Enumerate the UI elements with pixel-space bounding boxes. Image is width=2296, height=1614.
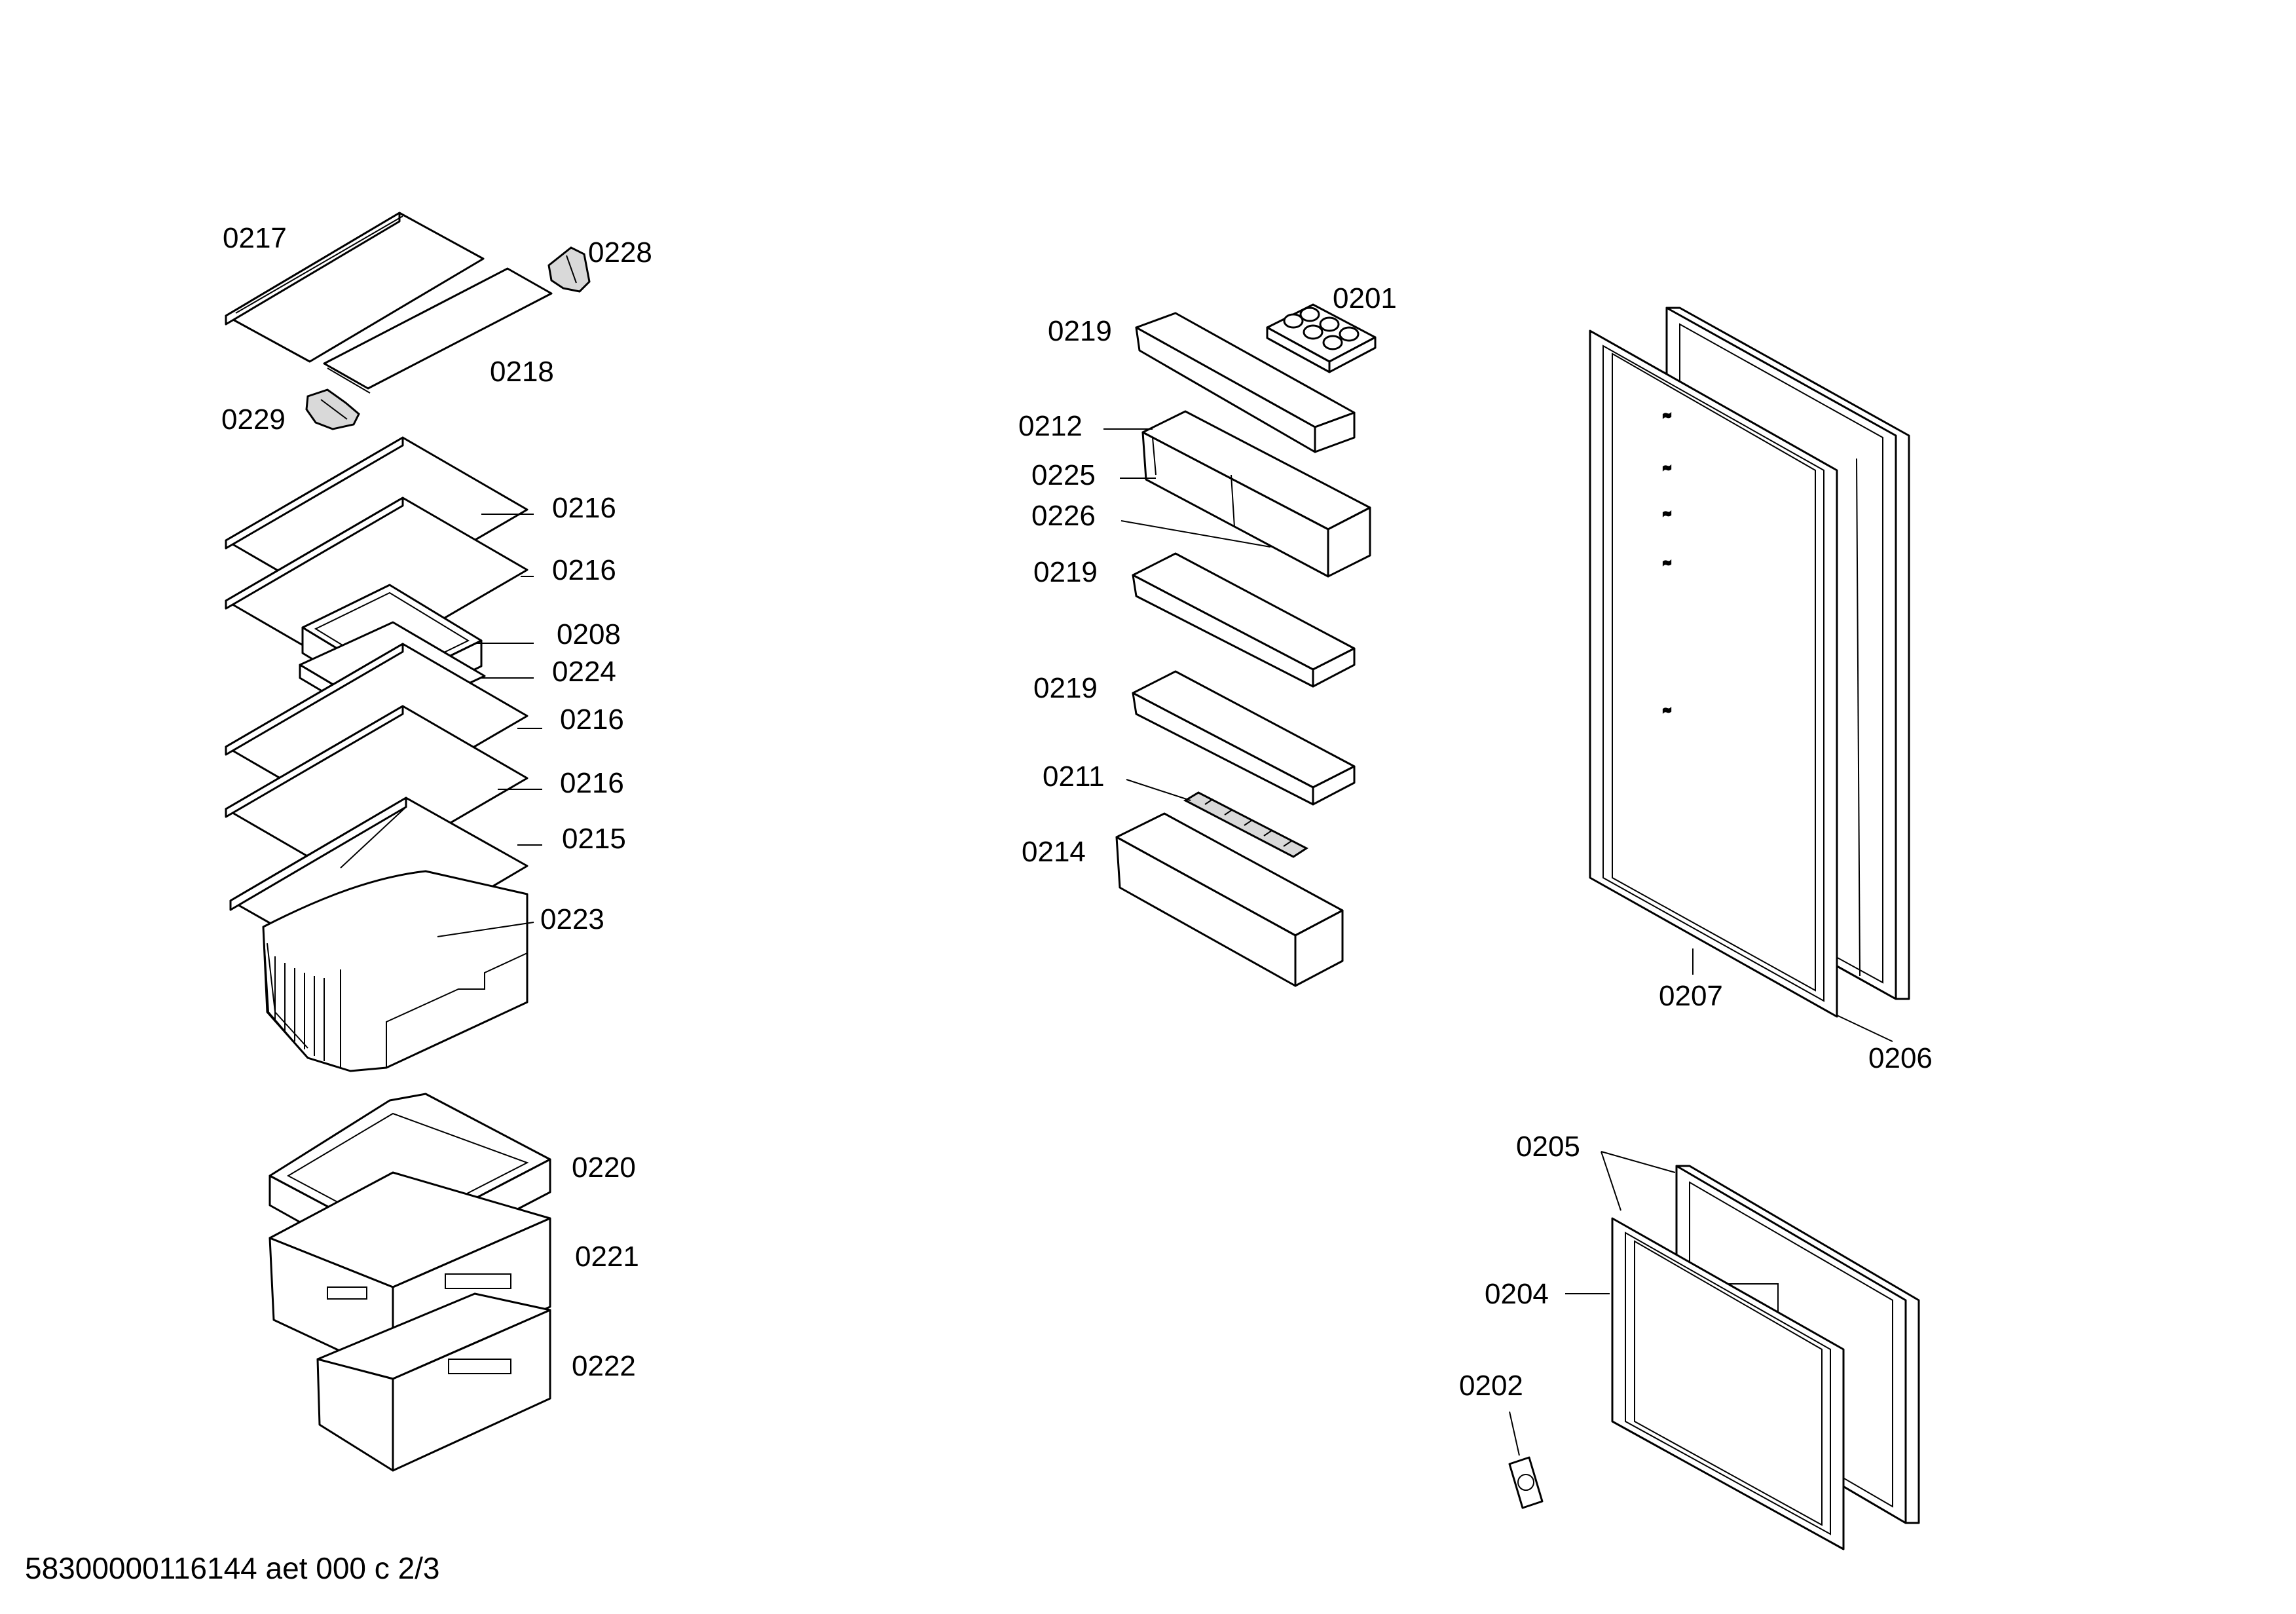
door-marks: ≈ ≈ ≈ ≈ ≈ bbox=[1661, 408, 1673, 718]
crisper-grille bbox=[274, 956, 325, 1061]
document-code: 58300000116144 aet 000 c 2/3 bbox=[25, 1551, 440, 1585]
label-0204: 0204 bbox=[1485, 1278, 1549, 1310]
label-0226: 0226 bbox=[1031, 500, 1096, 532]
label-0216-c: 0216 bbox=[560, 704, 624, 736]
svg-text:≈: ≈ bbox=[1662, 461, 1672, 475]
part-0228-clip[interactable] bbox=[547, 246, 591, 293]
svg-text:≈: ≈ bbox=[1662, 556, 1672, 570]
svg-text:≈: ≈ bbox=[1662, 409, 1672, 422]
label-0225: 0225 bbox=[1031, 459, 1096, 491]
label-0207: 0207 bbox=[1659, 980, 1723, 1012]
label-0217: 0217 bbox=[223, 222, 287, 254]
label-0206: 0206 bbox=[1868, 1042, 1933, 1074]
label-0229: 0229 bbox=[221, 404, 286, 436]
label-0220: 0220 bbox=[572, 1152, 636, 1184]
part-0202-knob[interactable] bbox=[1508, 1456, 1544, 1509]
label-0214: 0214 bbox=[1022, 836, 1086, 868]
label-0215: 0215 bbox=[562, 823, 626, 855]
part-0223-crisper[interactable] bbox=[262, 870, 528, 1072]
label-0224: 0224 bbox=[552, 656, 616, 688]
part-0211-bottle-rack[interactable] bbox=[1183, 791, 1308, 858]
label-0223: 0223 bbox=[540, 903, 604, 935]
label-0219-a: 0219 bbox=[1048, 315, 1112, 347]
part-0207-door-gasket[interactable] bbox=[1589, 329, 1838, 1018]
label-0208: 0208 bbox=[557, 618, 621, 650]
part-0222-drawer[interactable] bbox=[316, 1292, 551, 1472]
label-0219-b: 0219 bbox=[1033, 556, 1098, 588]
part-0219-bin-a[interactable] bbox=[1135, 312, 1356, 453]
label-0202: 0202 bbox=[1459, 1370, 1523, 1402]
label-0222: 0222 bbox=[572, 1350, 636, 1382]
label-0201: 0201 bbox=[1333, 282, 1397, 314]
part-0204-freezer-gasket[interactable] bbox=[1611, 1217, 1845, 1550]
part-0218-shelf-strip[interactable] bbox=[323, 267, 553, 394]
label-0228: 0228 bbox=[588, 236, 652, 269]
label-0216-a: 0216 bbox=[552, 492, 616, 524]
part-0217-shelf[interactable] bbox=[225, 212, 485, 363]
part-0219-bin-c[interactable] bbox=[1132, 670, 1356, 806]
part-0201-egg-tray[interactable] bbox=[1266, 303, 1377, 373]
label-0216-d: 0216 bbox=[560, 767, 624, 799]
svg-text:≈: ≈ bbox=[1662, 507, 1672, 521]
part-0212-bin[interactable] bbox=[1141, 410, 1371, 578]
label-0211: 0211 bbox=[1043, 760, 1105, 793]
label-0218: 0218 bbox=[490, 356, 554, 388]
part-0214-bottle-bin[interactable] bbox=[1115, 812, 1344, 987]
part-0229-clip[interactable] bbox=[305, 388, 360, 430]
label-0221: 0221 bbox=[575, 1241, 639, 1273]
label-0219-c: 0219 bbox=[1033, 672, 1098, 704]
label-0205: 0205 bbox=[1516, 1131, 1580, 1163]
part-0219-bin-b[interactable] bbox=[1132, 552, 1356, 688]
label-0216-b: 0216 bbox=[552, 554, 616, 586]
label-0212: 0212 bbox=[1018, 410, 1083, 442]
svg-text:≈: ≈ bbox=[1662, 704, 1672, 717]
